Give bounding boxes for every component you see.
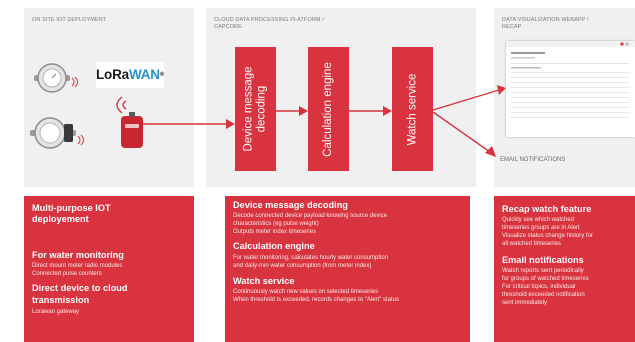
arrowhead-watch <box>383 106 392 116</box>
iot-card-text2-line2: Connected pulse counters <box>32 271 102 277</box>
decoding-stage-line1: Device message <box>242 66 255 152</box>
webapp-preview <box>506 41 635 118</box>
wifi-signal-icon-2 <box>77 134 84 146</box>
viz-card-head2: Email notifications <box>502 255 584 265</box>
cloud-card-text1-line1: Decode connected device payload knowing … <box>233 213 388 219</box>
cloud-panel-title-line2: CAPCORE <box>214 24 242 30</box>
iot-card-head3-line1: Direct device to cloud <box>32 283 128 293</box>
iot-card-text3: Lorawan gateway <box>32 309 80 315</box>
decoding-stage-box: Device message decoding <box>235 47 276 171</box>
cloud-card-head1: Device message decoding <box>233 200 348 210</box>
lorawan-logo-mark: ® <box>159 72 165 78</box>
calculation-stage-box: Calculation engine <box>308 47 349 171</box>
viz-card-text2-line2: for groups of watched timeseries <box>502 276 589 282</box>
decoding-stage-label: Device message decoding <box>243 66 269 151</box>
arrowhead-email <box>485 146 496 157</box>
arrowhead-webapp <box>497 85 506 95</box>
recap-webapp-screenshot <box>506 41 635 137</box>
cloud-panel-title-line1: CLOUD DATA PROCESSING PLATFORM / <box>214 17 324 23</box>
cloud-card-text2-line1: For water monitoring, calculates hourly … <box>233 255 389 261</box>
arrowhead-calc <box>299 106 308 116</box>
gateway-signal-icon <box>116 96 127 114</box>
cloud-feature-card: Device message decoding Decode connected… <box>225 196 470 342</box>
iot-card-head1-line2: deployement <box>32 214 89 224</box>
viz-panel-title: DATA VISUALIZATION WEBAPP / RECAP <box>502 17 589 31</box>
cloud-card-text1-line2: characteristics (eg pulse weight) <box>233 221 319 227</box>
lorawan-logo-lo: LoRa <box>96 67 129 82</box>
viz-card-text2-line1: Watch reports sent periodically <box>502 268 584 274</box>
viz-card-text1-line4: all watched timeseries <box>502 241 562 247</box>
viz-card-text2-line5: sent immediately <box>502 300 548 306</box>
lorawan-logo: LoRaWAN® <box>96 62 164 88</box>
cloud-card-head3: Watch service <box>233 276 295 286</box>
lorawan-logo-wan: WAN <box>128 67 160 82</box>
cloud-card-text1-line3: Outputs meter index timeseries <box>233 229 317 235</box>
viz-card-text1-line3: Visualize status change history for <box>502 233 593 239</box>
calculation-stage-label: Calculation engine <box>322 61 334 157</box>
iot-deployment-panel: ON SITE IOT DEPLOYMENT <box>24 8 194 187</box>
water-meter-icon <box>34 63 70 93</box>
viz-card-text2-line4: threshold exceeded notification <box>502 292 585 298</box>
viz-card-head1: Recap watch feature <box>502 204 592 214</box>
watch-stage-box: Watch service <box>392 47 433 171</box>
decoding-stage-line2: decoding <box>255 85 268 133</box>
viz-card-text1-line1: Quickly see which watched <box>502 217 575 223</box>
iot-card-head2: For water monitoring <box>32 250 124 260</box>
arrow-watch-to-webapp <box>432 89 500 111</box>
wifi-signal-icon <box>71 76 78 88</box>
iot-card-head3-line2: transmission <box>32 295 90 305</box>
iot-card-text2-line1: Direct mount meter radio modules <box>32 263 123 269</box>
iot-panel-title-text: ON SITE IOT DEPLOYMENT <box>32 17 107 23</box>
viz-card-text1-line2: timeseries groups are in Alert <box>502 225 580 231</box>
arrowhead-decoding <box>226 119 235 129</box>
iot-feature-card: Multi-purpose IOT deployement For water … <box>24 196 194 342</box>
pulse-counter-meter-icon <box>30 117 76 149</box>
cloud-card-head2: Calculation engine <box>233 241 315 251</box>
cloud-panel-title: CLOUD DATA PROCESSING PLATFORM / CAPCORE <box>214 17 324 31</box>
watch-stage-label: Watch service <box>406 73 419 145</box>
cloud-card-text3-line1: Continuously watch new values on selecte… <box>233 289 379 295</box>
lorawan-gateway-icon <box>121 112 143 148</box>
arrow-watch-to-email <box>432 111 491 153</box>
cloud-card-text3-line2: When threshold is exceeded, records chan… <box>233 297 400 303</box>
visualization-feature-card: Recap watch feature Quickly see which wa… <box>494 196 635 342</box>
email-notifications-label: EMAIL NOTIFICATIONS <box>500 157 566 163</box>
viz-panel-title-line1: DATA VISUALIZATION WEBAPP / <box>502 17 589 23</box>
iot-card-head1-line1: Multi-purpose IOT <box>32 203 111 213</box>
viz-card-text2-line3: For critical topics, individual <box>502 284 576 290</box>
viz-panel-title-line2: RECAP <box>502 24 522 30</box>
iot-panel-title: ON SITE IOT DEPLOYMENT <box>32 17 106 24</box>
cloud-card-text2-line2: and daily-min water consumption (from me… <box>233 263 372 269</box>
